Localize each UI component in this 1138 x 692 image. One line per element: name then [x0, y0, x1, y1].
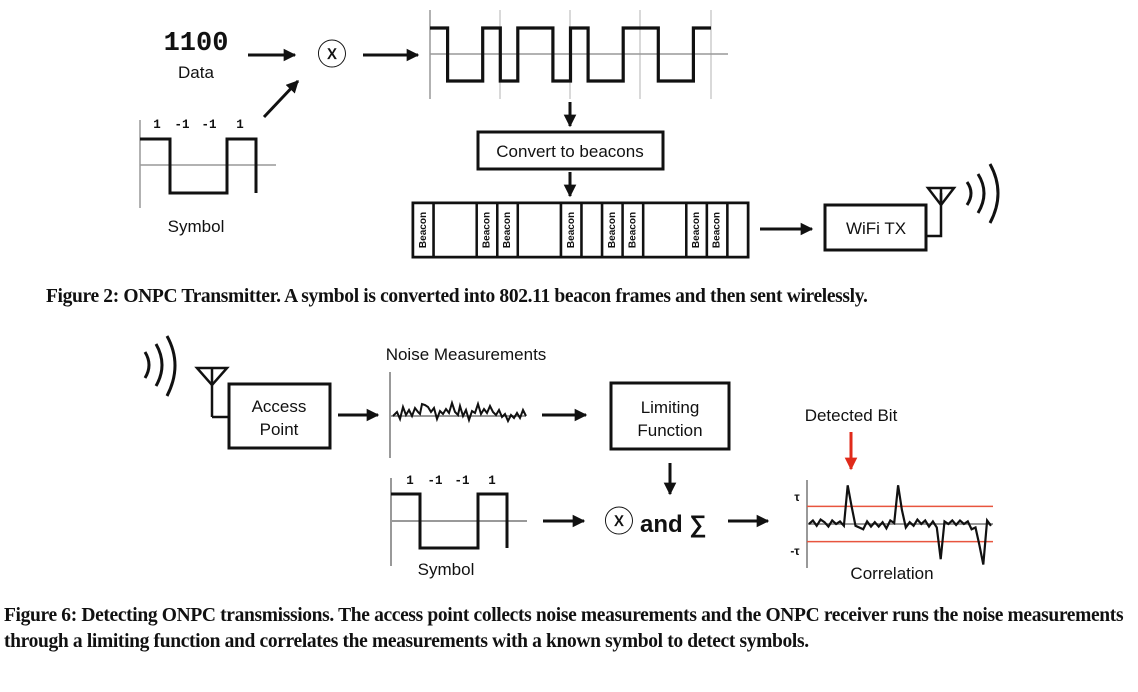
- beacon-label: Beacon: [502, 212, 513, 248]
- radio-waves-icon: [143, 335, 177, 397]
- empty-frame: [726, 201, 750, 259]
- radio-waves-icon: [965, 163, 1000, 224]
- chip-label: -1: [427, 474, 442, 488]
- data-value: 1100: [164, 29, 229, 59]
- symbol-chips: 1 -1 -1 1: [406, 474, 496, 488]
- beacon-label: Beacon: [607, 212, 618, 248]
- wifi-tx-label: WiFi TX: [846, 219, 906, 238]
- convert-to-beacons-box: [476, 130, 665, 171]
- chip-label: 1: [488, 474, 496, 488]
- figure-6: Access Point Noise Measurements Limiting…: [143, 335, 993, 583]
- beacon-label: Beacon: [712, 212, 723, 248]
- correlation-series: [808, 485, 992, 565]
- correlation-label: Correlation: [850, 564, 933, 583]
- beacon-label: Beacon: [481, 212, 492, 248]
- figure-6-caption: Figure 6: Detecting ONPC transmissions. …: [4, 605, 1124, 652]
- figure-2-caption: Figure 2: ONPC Transmitter. A symbol is …: [46, 286, 868, 307]
- beacon-label: Beacon: [691, 212, 702, 248]
- beacon-label: Beacon: [627, 212, 638, 248]
- noise-waveform: [389, 372, 527, 458]
- multiply-icon: ⓧ: [317, 39, 347, 72]
- tau-label: τ: [794, 490, 800, 504]
- chip-label: -1: [201, 118, 216, 132]
- access-point-box: [227, 382, 332, 450]
- noise-measurements-title: Noise Measurements: [386, 345, 547, 364]
- empty-frame: [641, 201, 688, 259]
- access-point-label-line2: Point: [260, 420, 299, 439]
- beacon-frame-sequence: Beacon Beacon Beacon Beacon Beacon Beacon Beac…: [411, 201, 750, 259]
- symbol-chips: 1 -1 -1 1: [153, 118, 244, 132]
- data-label: Data: [178, 63, 214, 82]
- chip-label: -1: [174, 118, 189, 132]
- arrow-symbol-to-multiply: [262, 79, 300, 119]
- neg-tau-label: -τ: [790, 544, 800, 558]
- empty-frame: [432, 201, 479, 259]
- beacon-label: Beacon: [418, 212, 429, 248]
- convert-to-beacons-label: Convert to beacons: [496, 142, 643, 161]
- limiting-function-label-line2: Function: [637, 421, 702, 440]
- symbol-label: Symbol: [418, 560, 475, 579]
- and-sum-label: and ∑: [640, 511, 706, 538]
- limiting-function-box: [609, 381, 731, 451]
- wifi-tx-box: [823, 203, 928, 252]
- chip-label: 1: [236, 118, 244, 132]
- antenna-icon: [194, 366, 230, 419]
- encoded-signal-waveform: [429, 10, 728, 99]
- multiply-icon: ⓧ: [604, 506, 634, 539]
- symbol-waveform: [139, 120, 276, 208]
- detected-bit-label: Detected Bit: [805, 406, 898, 425]
- empty-frame: [516, 201, 563, 259]
- symbol-waveform: [390, 478, 527, 566]
- encoded-signal-line: [430, 26, 711, 83]
- access-point-label-line1: Access: [252, 397, 307, 416]
- symbol-label: Symbol: [168, 217, 225, 236]
- antenna-icon: [925, 186, 957, 238]
- chip-label: 1: [153, 118, 161, 132]
- empty-frame: [580, 201, 604, 259]
- beacon-label: Beacon: [566, 212, 577, 248]
- correlation-plot: τ -τ: [790, 480, 993, 568]
- limiting-function-label-line1: Limiting: [641, 398, 700, 417]
- figure-2: 1100 Data ⓧ 1 -1 -1 1 Symbol Convert to …: [139, 10, 1000, 259]
- chip-label: 1: [406, 474, 414, 488]
- chip-label: -1: [454, 474, 469, 488]
